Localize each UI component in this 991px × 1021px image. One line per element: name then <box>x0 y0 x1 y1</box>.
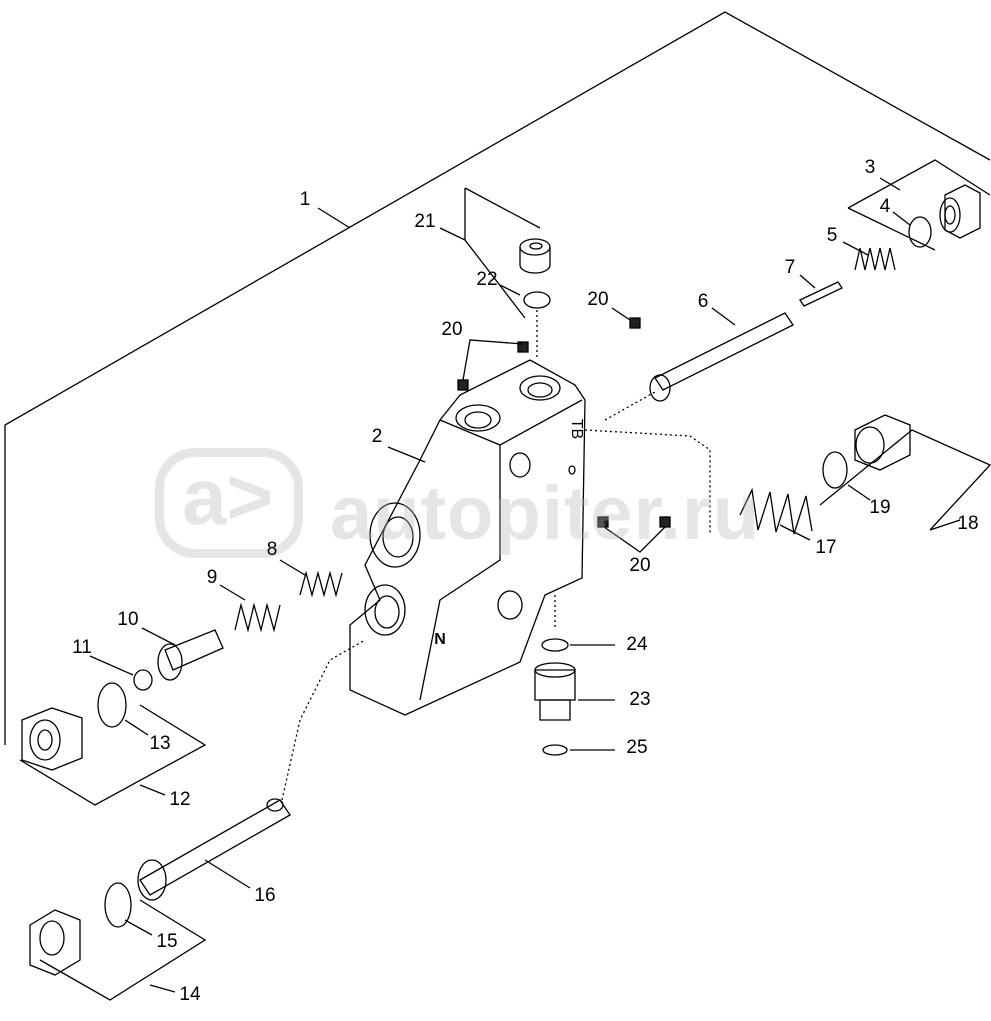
callout-23: 23 <box>629 689 651 710</box>
callout-22: 22 <box>476 269 498 290</box>
callout-19: 19 <box>869 497 891 518</box>
plug-icon <box>939 184 981 239</box>
watermark-logo: a> <box>155 448 303 558</box>
o-ring-icon <box>541 638 569 652</box>
o-ring-icon <box>523 291 551 309</box>
callout-20: 20 <box>629 555 651 576</box>
callout-8: 8 <box>266 539 278 560</box>
o-ring-icon <box>97 682 127 728</box>
callout-4: 4 <box>879 196 891 217</box>
callout-7: 7 <box>784 257 796 278</box>
ball-icon <box>133 669 153 691</box>
callout-18: 18 <box>957 513 979 534</box>
callout-10: 10 <box>117 609 139 630</box>
callout-1: 1 <box>299 189 311 210</box>
o-ring-icon <box>542 744 568 756</box>
body-mark-tb: TB <box>568 418 586 440</box>
spool-icon <box>649 312 794 402</box>
spring-icon <box>234 602 281 633</box>
callout-25: 25 <box>626 737 648 758</box>
callout-15: 15 <box>156 931 178 952</box>
assembly-bracket-1 <box>4 11 991 745</box>
plug-icon <box>21 707 83 771</box>
callout-24: 24 <box>626 634 648 655</box>
plug-icon <box>519 238 551 274</box>
callout-17: 17 <box>815 537 837 558</box>
callout-20: 20 <box>587 289 609 310</box>
o-ring-icon <box>104 882 132 928</box>
callout-16: 16 <box>254 885 276 906</box>
body-mark-n: N <box>434 631 446 648</box>
watermark-text: autopiter.ru <box>330 471 761 556</box>
callout-14: 14 <box>179 984 201 1005</box>
plug-icon <box>29 909 81 976</box>
callout-20: 20 <box>441 319 463 340</box>
callout-2: 2 <box>371 426 383 447</box>
o-ring-icon <box>822 451 848 489</box>
piston-icon <box>157 629 224 681</box>
fitting-icon <box>534 662 576 721</box>
valve-body <box>349 359 586 716</box>
plug-icon <box>854 414 911 471</box>
callout-5: 5 <box>826 225 838 246</box>
spring-icon <box>299 570 343 598</box>
callout-9: 9 <box>206 567 218 588</box>
spool-icon <box>137 798 291 901</box>
o-ring-icon <box>908 216 932 248</box>
callout-6: 6 <box>697 291 709 312</box>
callout-13: 13 <box>149 733 171 754</box>
callout-3: 3 <box>864 157 876 178</box>
callout-12: 12 <box>169 789 191 810</box>
spring-icon <box>854 247 896 271</box>
spring-icon <box>739 487 813 535</box>
callout-21: 21 <box>414 211 436 232</box>
callout-11: 11 <box>72 637 92 658</box>
